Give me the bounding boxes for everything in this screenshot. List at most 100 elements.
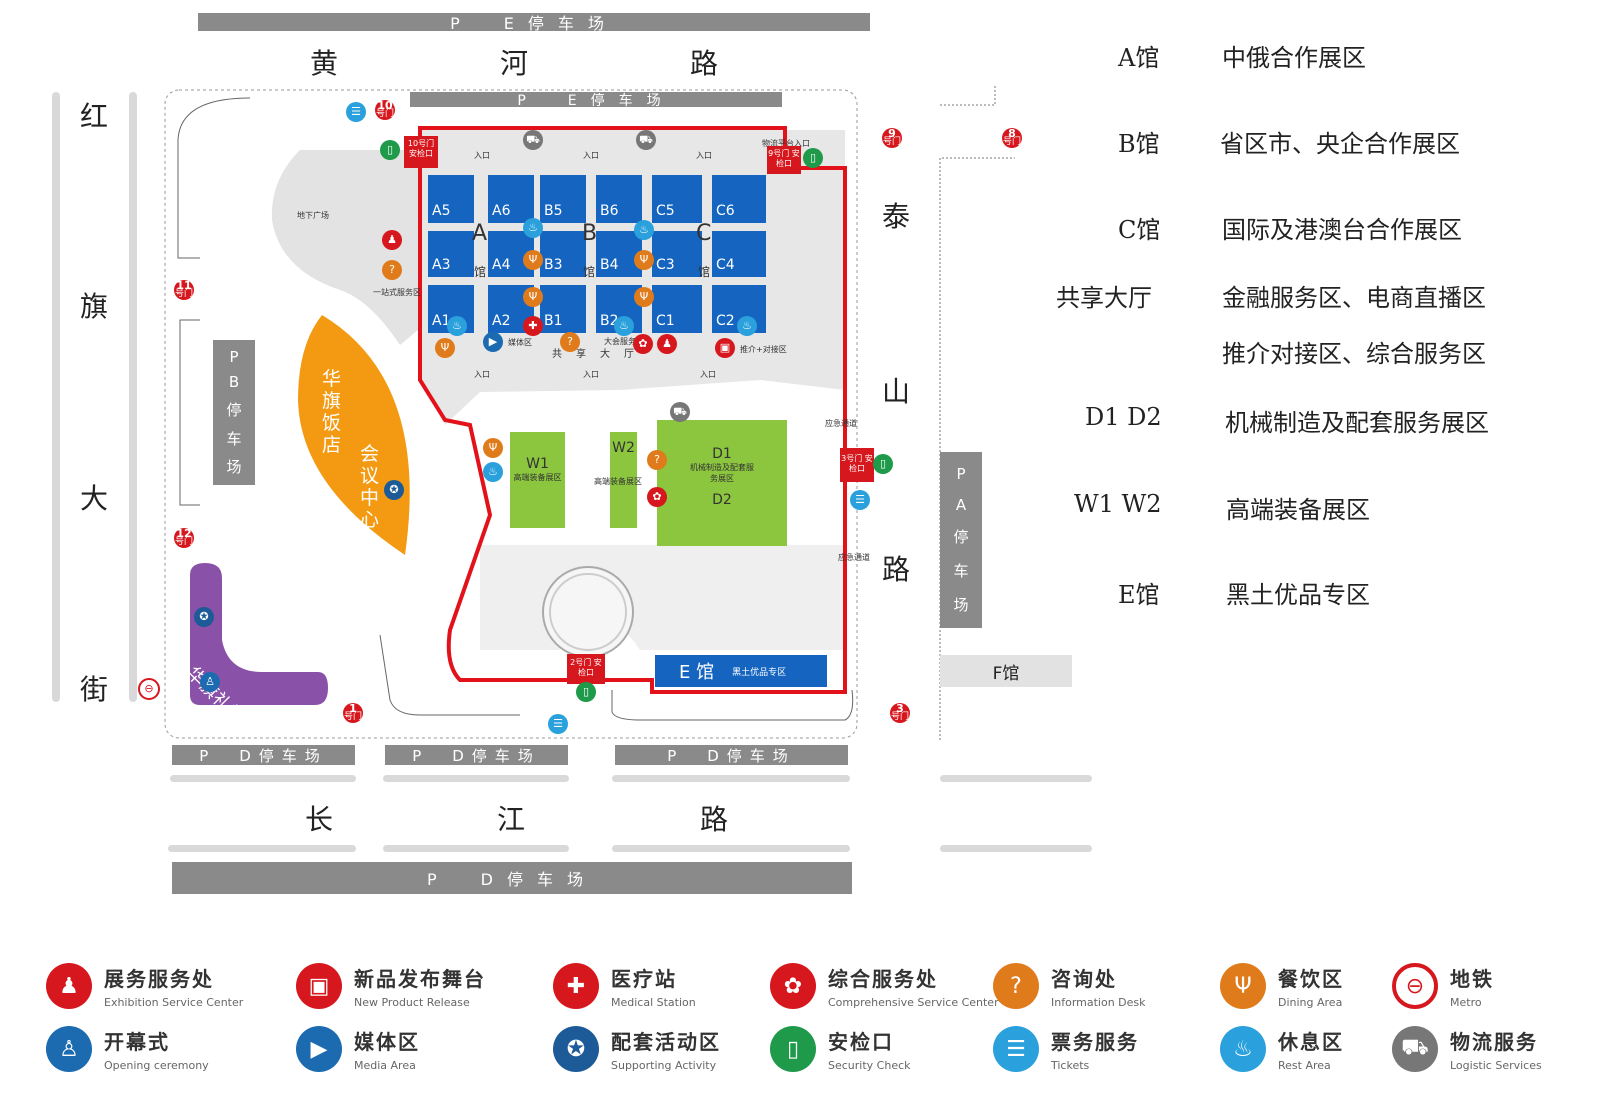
podium-icon: ♙ (46, 1026, 92, 1072)
star-icon: ✪ (553, 1026, 599, 1072)
dining-icon[interactable]: Ψ (435, 338, 455, 358)
east-path-side (939, 157, 1015, 740)
legend-hall: A馆 (1118, 44, 1160, 72)
security-perimeter (418, 126, 847, 694)
e-hall-label: E 馆 (679, 662, 715, 683)
ticket-icon[interactable]: ☰ (548, 714, 568, 734)
dining-icon[interactable]: Ψ (483, 438, 503, 458)
media-label: 媒体区 (508, 338, 532, 347)
legend-desc: 推介对接区、综合服务区 (1222, 340, 1486, 368)
security-icon[interactable]: ▯ (380, 140, 400, 160)
fountain-inner (549, 573, 627, 651)
ticket-icon[interactable]: ☰ (346, 102, 366, 122)
rest-icon[interactable]: ♨ (614, 316, 634, 336)
rest-icon: ♨ (1220, 1026, 1266, 1072)
comprehensive-icon[interactable]: ✿ (633, 334, 653, 354)
security-icon[interactable]: ▯ (576, 682, 596, 702)
question-icon[interactable]: ? (382, 260, 402, 280)
metro-icon: ⊖ (1392, 963, 1438, 1009)
key-en: Rest Area (1278, 1059, 1331, 1072)
w2-sub: 高端装备展区 (594, 477, 642, 486)
question-icon[interactable]: ? (647, 450, 667, 470)
parking-e-inner: P E停车场 (410, 92, 782, 109)
legend-desc: 中俄合作展区 (1222, 44, 1366, 72)
checkpoint-3[interactable]: 3号门 安检口 (840, 448, 874, 482)
emergency-label-2: 应急通道 (838, 553, 870, 562)
entrance-label: 入口 (474, 151, 490, 160)
medical-icon[interactable]: ✚ (523, 316, 543, 336)
parking-label: P D停车场 (199, 746, 328, 765)
guan-b: 馆 (583, 265, 596, 279)
hall-c3: C3 (652, 231, 702, 277)
stage-icon[interactable]: ▣ (715, 338, 735, 358)
west-lane-right (129, 92, 137, 702)
underground-label: 地下广场 (297, 211, 329, 220)
dining-icon[interactable]: Ψ (634, 287, 654, 307)
rest-icon[interactable]: ♨ (483, 462, 503, 482)
gate-label: 号门 (1002, 137, 1021, 147)
hall-c1: C1 (652, 285, 702, 333)
security-icon[interactable]: ▯ (873, 454, 893, 474)
rest-icon[interactable]: ♨ (634, 220, 654, 240)
south-lane (170, 775, 356, 782)
hall-c4: C4 (712, 231, 766, 277)
auditorium-shape (190, 563, 328, 705)
key-zh: 物流服务 (1450, 1030, 1538, 1054)
rest-icon[interactable]: ♨ (737, 316, 757, 336)
conference-label: 会议中心 (360, 443, 380, 531)
parking-a-char: 场 (953, 596, 969, 615)
service-icon[interactable]: ♟ (382, 230, 402, 250)
gate-num: 11 (176, 279, 192, 292)
checkpoint-9[interactable]: 9号门 安检口 (767, 146, 801, 174)
key-en: Media Area (354, 1059, 416, 1072)
dining-icon[interactable]: Ψ (634, 250, 654, 270)
south-curve-left (379, 634, 520, 716)
fountain-circle (542, 566, 634, 658)
hall-a5: A5 (428, 175, 474, 223)
star-icon[interactable]: ✪ (384, 480, 404, 500)
checkpoint-10[interactable]: 10号门 安检口 (404, 136, 438, 168)
d2-label: D2 (712, 492, 732, 508)
legend-hall: W1 W2 (1074, 490, 1162, 518)
camera-icon[interactable]: ▶ (483, 332, 503, 352)
west-curve-mid (179, 319, 200, 506)
dining-icon[interactable]: Ψ (523, 250, 543, 270)
key-en: Logistic Services (1450, 1059, 1542, 1072)
gate-num: 3 (896, 702, 904, 715)
rest-icon[interactable]: ♨ (523, 218, 543, 238)
hall-a3: A3 (428, 231, 474, 277)
rest-icon[interactable]: ♨ (447, 316, 467, 336)
f-hall: F馆 (940, 655, 1072, 687)
truck-icon[interactable]: ⛟ (636, 130, 656, 150)
key-en: Medical Station (611, 996, 696, 1009)
service-icon[interactable]: ♟ (657, 334, 677, 354)
truck-icon[interactable]: ⛟ (523, 130, 543, 150)
key-zh: 餐饮区 (1278, 967, 1344, 991)
onestop-label: 一站式服务区 (373, 288, 421, 297)
comprehensive-icon[interactable]: ✿ (647, 487, 667, 507)
checkpoint-2[interactable]: 2号门 安检口 (567, 654, 605, 684)
legend-desc: 黑土优品专区 (1226, 581, 1370, 609)
parking-label: P E停车场 (517, 92, 675, 109)
podium-icon[interactable]: ♙ (200, 672, 220, 692)
ticket-icon[interactable]: ☰ (850, 490, 870, 510)
question-icon[interactable]: ? (560, 332, 580, 352)
guan-c: 馆 (698, 265, 711, 279)
star-icon[interactable]: ✪ (194, 607, 214, 627)
dining-icon[interactable]: Ψ (523, 287, 543, 307)
parking-d-2: P D停车场 (385, 745, 568, 765)
security-icon[interactable]: ▯ (803, 148, 823, 168)
metro-icon[interactable]: ⊖ (138, 678, 160, 700)
truck-icon[interactable]: ⛟ (670, 402, 690, 422)
w2-label: W2 (612, 440, 635, 456)
